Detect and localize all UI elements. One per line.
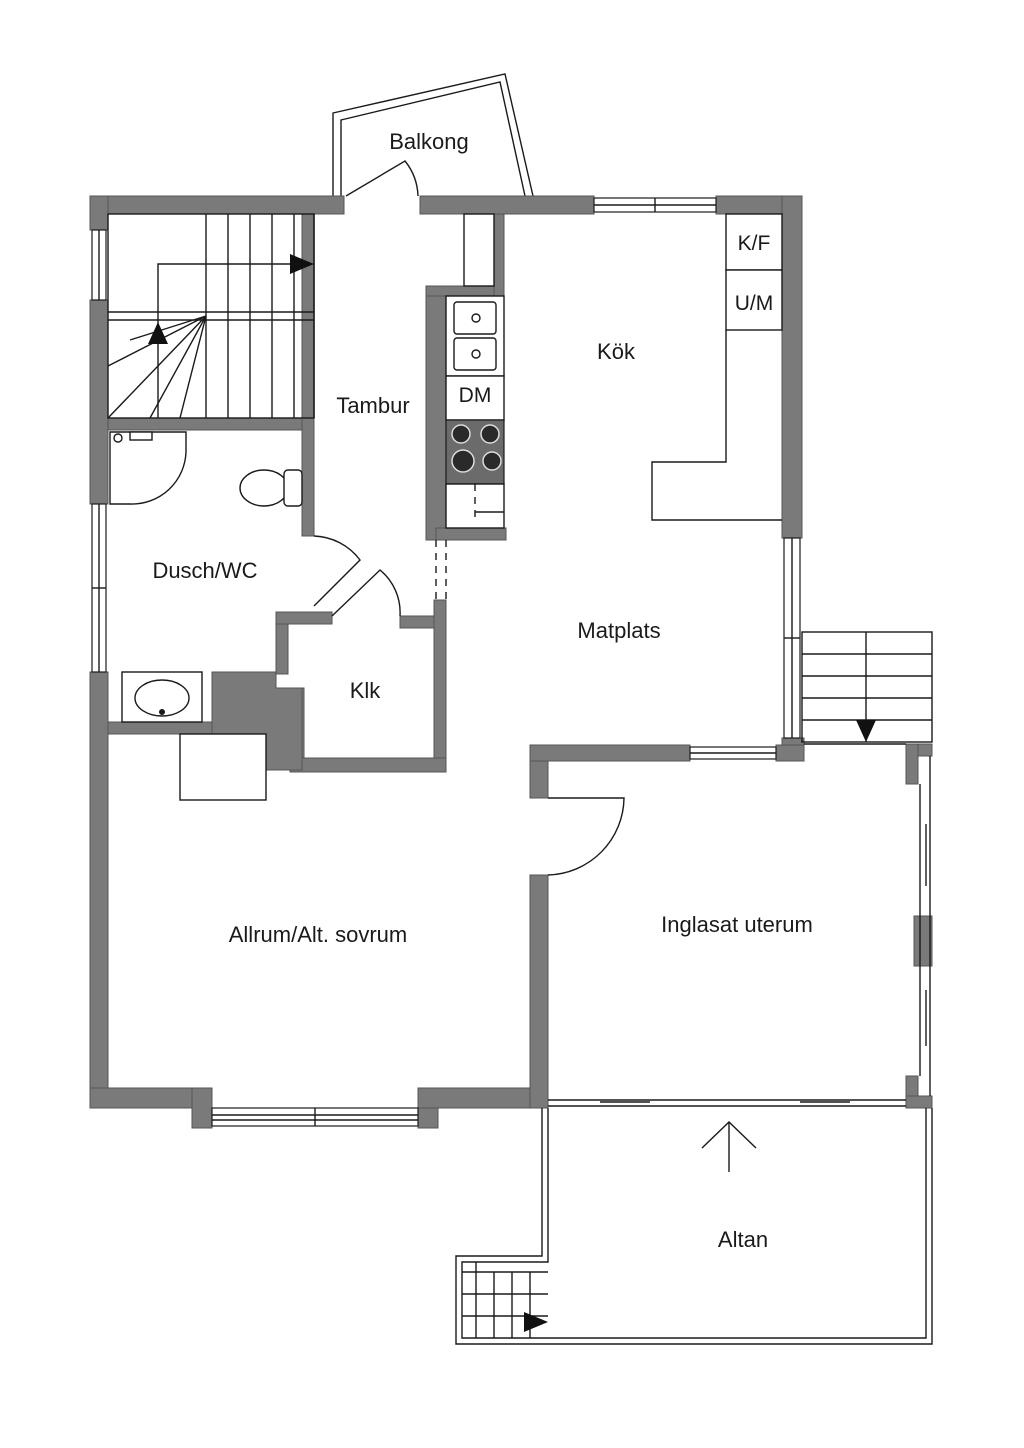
staircase-upper bbox=[107, 213, 315, 419]
label-tambur: Tambur bbox=[336, 393, 409, 418]
label-kf: K/F bbox=[738, 232, 771, 255]
stair-arrow-up-icon bbox=[148, 322, 168, 344]
room-labels: Balkong Tambur Kök Dusch/WC Klk Matplats… bbox=[152, 129, 812, 1252]
label-klk: Klk bbox=[350, 678, 382, 703]
label-dm: DM bbox=[459, 384, 492, 407]
deck-stair-arrow-right-icon bbox=[524, 1312, 548, 1332]
label-kok: Kök bbox=[597, 339, 636, 364]
deck bbox=[455, 1108, 933, 1345]
exterior-walls bbox=[89, 195, 805, 1129]
label-allrum: Allrum/Alt. sovrum bbox=[229, 922, 407, 947]
label-dusch-wc: Dusch/WC bbox=[152, 558, 257, 583]
entry-arrow-icon bbox=[701, 1121, 757, 1149]
label-balkong: Balkong bbox=[389, 129, 469, 154]
label-matplats: Matplats bbox=[577, 618, 660, 643]
kitchen-fixtures bbox=[445, 213, 783, 529]
label-altan: Altan bbox=[718, 1227, 768, 1252]
balcony bbox=[332, 73, 534, 197]
label-um: U/M bbox=[735, 292, 774, 315]
doors bbox=[313, 214, 625, 876]
side-stair-arrow-down-icon bbox=[856, 720, 876, 742]
bathroom-fixtures bbox=[109, 431, 303, 801]
staircase-side bbox=[801, 631, 933, 743]
windows bbox=[91, 197, 801, 1127]
stair-arrow-right-icon bbox=[290, 254, 314, 274]
label-uterum: Inglasat uterum bbox=[661, 912, 813, 937]
glazed-porch-walls bbox=[548, 743, 933, 1109]
